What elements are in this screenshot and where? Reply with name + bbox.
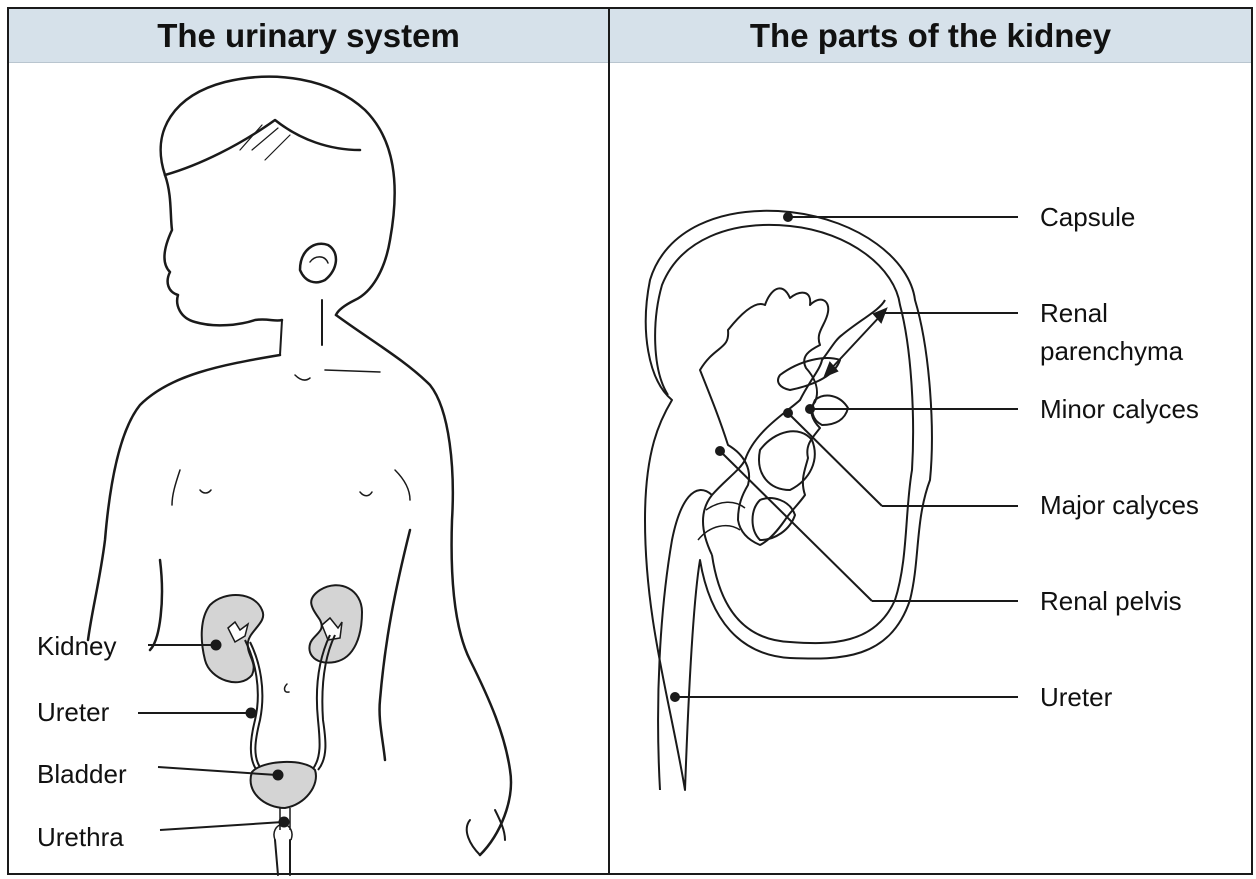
bladder	[251, 762, 316, 808]
parenchyma-arrow	[828, 313, 883, 372]
legs	[275, 840, 290, 875]
right-arm	[336, 315, 511, 855]
right-leaders	[671, 213, 1018, 701]
kidney-section	[645, 211, 932, 790]
bladder-label: Bladder	[37, 759, 127, 789]
torso-left	[150, 560, 162, 650]
hairline	[165, 120, 360, 175]
neck	[280, 300, 322, 355]
urethra-label: Urethra	[37, 822, 124, 852]
head-outline	[161, 77, 395, 315]
minor-calyx-2	[812, 396, 848, 425]
left-arm	[88, 355, 280, 640]
ureter-section-label: Ureter	[1040, 682, 1112, 712]
renal-pelvis	[700, 288, 828, 545]
renal-parenchyma-label-line1: Renal	[1040, 298, 1108, 328]
renal-parenchyma-label-line2: parenchyma	[1040, 336, 1183, 366]
capsule-label: Capsule	[1040, 202, 1135, 232]
capsule-outline	[645, 211, 932, 790]
kidney-label: Kidney	[37, 631, 117, 661]
torso-right	[380, 530, 410, 760]
child-figure	[88, 77, 511, 875]
ureter-label: Ureter	[37, 697, 109, 727]
major-calyces-label: Major calyces	[1040, 490, 1199, 520]
minor-calyces-label: Minor calyces	[1040, 394, 1199, 424]
ear	[300, 244, 336, 283]
face-profile	[164, 175, 282, 325]
renal-pelvis-label: Renal pelvis	[1040, 586, 1182, 616]
